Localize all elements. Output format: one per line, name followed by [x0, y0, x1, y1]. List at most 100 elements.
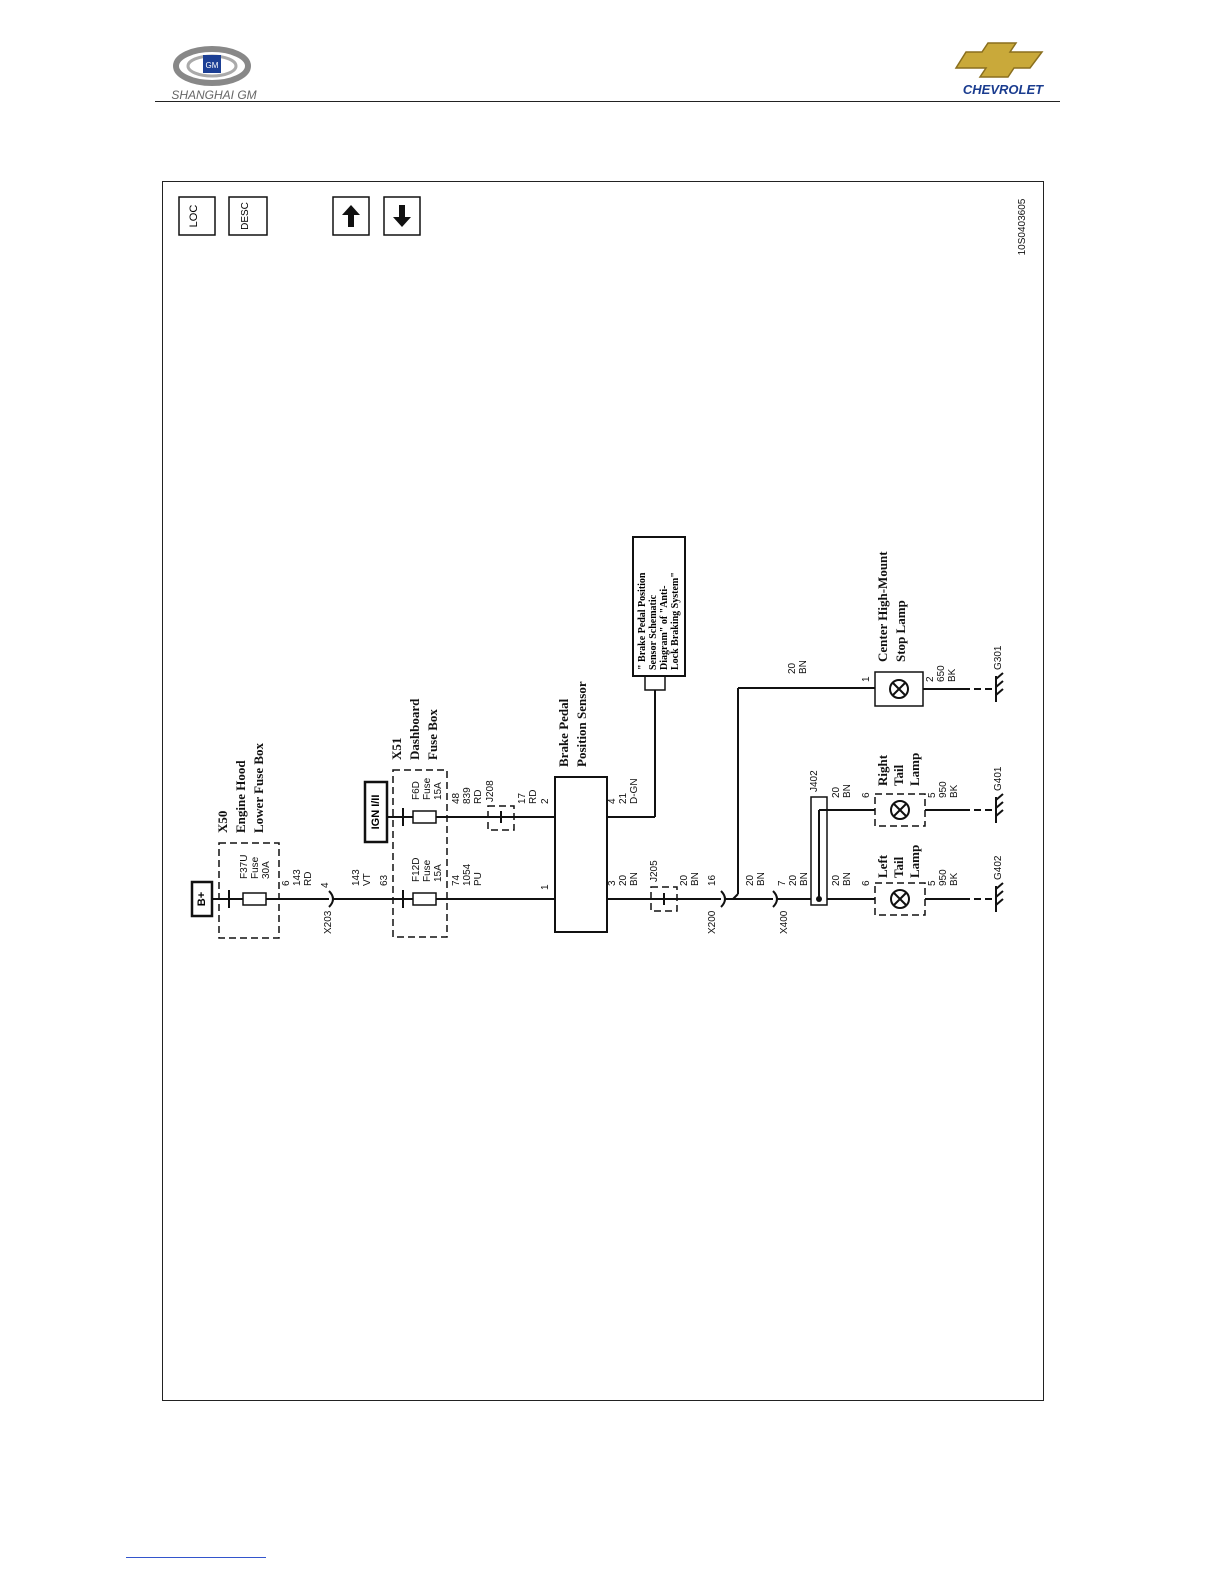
- f12d-circuit: 1054: [462, 863, 473, 886]
- ground-g401-icon: G401: [993, 766, 1004, 823]
- chms-name1: Center High-Mount: [875, 551, 890, 662]
- left-tail-name1: Left: [875, 854, 890, 878]
- right-tail-out-color: BK: [949, 784, 960, 798]
- b-plus-label: B+: [196, 892, 208, 906]
- right-tail-pin-out: 5: [927, 792, 938, 798]
- page-header: GM SHANGHAI GM CHEVROLET: [0, 0, 1224, 110]
- left-tail-pin-out: 5: [927, 880, 938, 886]
- right-tail-lamp: Right Tail Lamp 6 5 950 BK: [861, 753, 960, 827]
- j208-color: RD: [528, 790, 539, 804]
- right-tail-pin-in: 6: [861, 792, 872, 798]
- x400-connector: X400 7 20 BN: [772, 872, 810, 934]
- x50-name1: Engine Hood: [233, 760, 248, 833]
- ground-g402-icon: G402: [993, 855, 1004, 912]
- x50-name2: Lower Fuse Box: [251, 742, 266, 833]
- chms-out-color: BK: [947, 668, 958, 682]
- x200-out-circuit: 20: [745, 874, 756, 886]
- f12d-in-pin: 63: [379, 874, 390, 886]
- battery-positive-terminal: B+: [190, 880, 214, 918]
- x51-name2: Fuse Box: [425, 709, 440, 760]
- diagram-id: 10S0403605: [1017, 198, 1028, 255]
- left-tail-circuit: 20: [831, 874, 842, 886]
- right-tail-circuit: 20: [831, 786, 842, 798]
- gm-badge-text: GM: [206, 61, 219, 70]
- sensor-pin4: 4: [607, 798, 618, 804]
- j402-ref: J402: [809, 770, 820, 792]
- x203-ref: X203: [323, 910, 334, 934]
- j205-color: BN: [690, 872, 701, 886]
- header-rule: [155, 101, 1060, 102]
- left-tail-out-circuit: 950: [938, 869, 949, 886]
- sensor-pin4-circuit: 21: [618, 792, 629, 804]
- j205-ref: J205: [649, 860, 660, 882]
- shanghai-gm-text: SHANGHAI GM: [171, 88, 256, 102]
- x203-circuit: 143: [351, 869, 362, 886]
- center-high-mount-stop-lamp: Center High-Mount Stop Lamp 1 2 650 BK: [861, 551, 958, 707]
- chevrolet-text: CHEVROLET: [963, 82, 1044, 97]
- right-tail-name2: Tail: [891, 764, 906, 786]
- f6d-rating: 15A: [433, 782, 444, 800]
- chms-out-circuit: 650: [936, 665, 947, 682]
- f6d-fuse-word: Fuse: [422, 777, 433, 800]
- wiring-diagram: LOC DESC 10S0403605 B+ F37: [178, 196, 1028, 939]
- x200-ref: X200: [707, 910, 718, 934]
- f12d-pin: 74: [451, 874, 462, 886]
- right-tail-name1: Right: [875, 754, 890, 786]
- left-tail-name3: Lamp: [907, 845, 922, 878]
- chms-circuit: 20: [787, 662, 798, 674]
- left-tail-pin-in: 6: [861, 880, 872, 886]
- f6d-label: F6D: [411, 781, 422, 800]
- header-logos: GM SHANGHAI GM CHEVROLET: [171, 42, 1044, 102]
- f12d-rating: 15A: [433, 864, 444, 882]
- arrow-down-icon[interactable]: [383, 196, 421, 236]
- left-tail-lamp: Left Tail Lamp 6 5 950 BK: [861, 845, 960, 916]
- x50-color: RD: [303, 872, 314, 886]
- fuse-f12d: [412, 892, 437, 906]
- loc-icon[interactable]: LOC: [178, 196, 216, 236]
- x400-pin: 7: [777, 880, 788, 886]
- fuse-f6d: [412, 810, 437, 824]
- f12d-color: PU: [473, 872, 484, 886]
- sensor-pin3-circuit: 20: [618, 874, 629, 886]
- ignition-label: IGN I/II: [363, 780, 389, 844]
- x203-pin: 4: [320, 882, 331, 888]
- f37u-fuse-word: Fuse: [250, 856, 261, 879]
- sensor-pin4-color: D-GN: [629, 778, 640, 804]
- right-tail-color: BN: [842, 784, 853, 798]
- abs-reference-note: " Brake Pedal Position Sensor Schematic …: [632, 536, 686, 691]
- f37u-label: F37U: [239, 855, 250, 879]
- j208-splice: J208: [485, 780, 515, 831]
- wire-branch-tick: [732, 893, 739, 900]
- x200-connector: X200: [707, 890, 726, 934]
- g301-label: G301: [993, 645, 1004, 670]
- x400-circuit: 20: [788, 874, 799, 886]
- desc-icon-label: DESC: [240, 202, 251, 230]
- x51-name1: Dashboard: [407, 698, 422, 760]
- desc-icon[interactable]: DESC: [228, 196, 268, 236]
- x200-out-color: BN: [756, 872, 767, 886]
- ground-g301-icon: G301: [993, 645, 1004, 702]
- chms-name2: Stop Lamp: [893, 600, 908, 662]
- x200-pin: 16: [707, 874, 718, 886]
- x50-fuse-box: F37U Fuse 30A X50 Engine Hood Lower Fuse…: [215, 742, 280, 939]
- arrow-up-icon[interactable]: [332, 196, 370, 236]
- sensor-pin3-color: BN: [629, 872, 640, 886]
- g402-label: G402: [993, 855, 1004, 880]
- x400-ref: X400: [779, 910, 790, 934]
- footer-rule: [126, 1557, 266, 1558]
- sensor-name1: Brake Pedal: [556, 698, 571, 767]
- j205-splice: J205: [649, 860, 678, 912]
- ref-note-line2: Sensor Schematic: [648, 594, 659, 670]
- chms-color: BN: [798, 660, 809, 674]
- shanghai-gm-logo: GM SHANGHAI GM: [171, 46, 257, 102]
- loc-icon-label: LOC: [188, 205, 200, 228]
- sensor-name2: Position Sensor: [574, 681, 589, 767]
- j205-circuit: 20: [679, 874, 690, 886]
- sensor-pin2: 2: [540, 798, 551, 804]
- ref-note-line1: " Brake Pedal Position: [637, 572, 648, 670]
- ref-note-line4: Lock Braking System": [670, 572, 681, 670]
- x50-circuit: 143: [292, 869, 303, 886]
- x51-fuse-box: F12D Fuse 15A F6D Fuse 15A X51 Dashboard…: [388, 698, 448, 938]
- sensor-pin3: 3: [607, 880, 618, 886]
- f37u-rating: 30A: [261, 861, 272, 879]
